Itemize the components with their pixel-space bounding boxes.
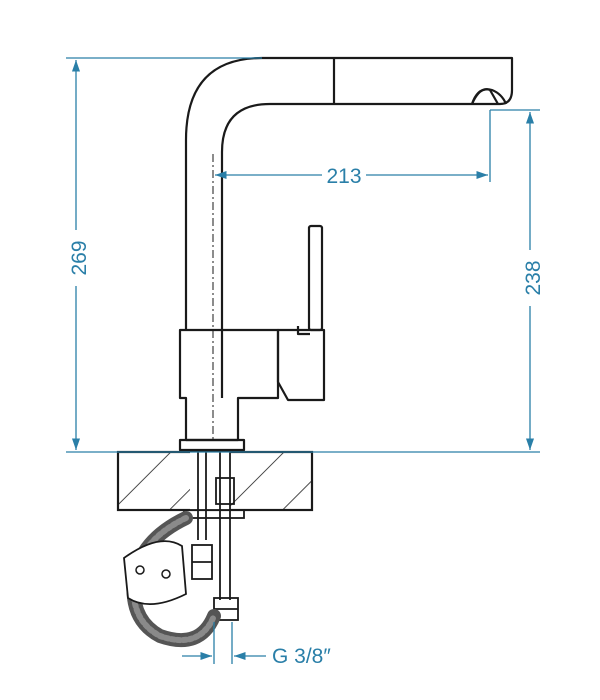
clamp-screw-2	[161, 569, 171, 579]
hose-clamp	[123, 540, 187, 605]
supply-assembly	[183, 450, 245, 621]
dimension-labels: 269 238 213 G 3/8″	[64, 162, 545, 668]
label-spout-reach: 213	[326, 165, 361, 188]
label-spout-height: 238	[522, 260, 545, 295]
clamp-screw-1	[135, 565, 145, 575]
cartridge-block	[276, 328, 326, 402]
fitting-upper	[215, 477, 235, 505]
flexible-hose	[123, 511, 221, 647]
mounting-plate	[183, 509, 245, 519]
spout-head-lip	[470, 88, 508, 105]
countertop-hole	[190, 452, 230, 510]
base-flange	[178, 438, 246, 452]
countertop-section	[116, 450, 314, 512]
label-thread: G 3/8″	[272, 645, 331, 668]
main-body	[178, 328, 280, 442]
faucet-outline	[178, 56, 514, 452]
lever-handle	[307, 224, 324, 332]
handle-connector	[296, 326, 310, 336]
label-overall-height: 269	[68, 240, 91, 275]
spout-pipe	[184, 56, 514, 330]
